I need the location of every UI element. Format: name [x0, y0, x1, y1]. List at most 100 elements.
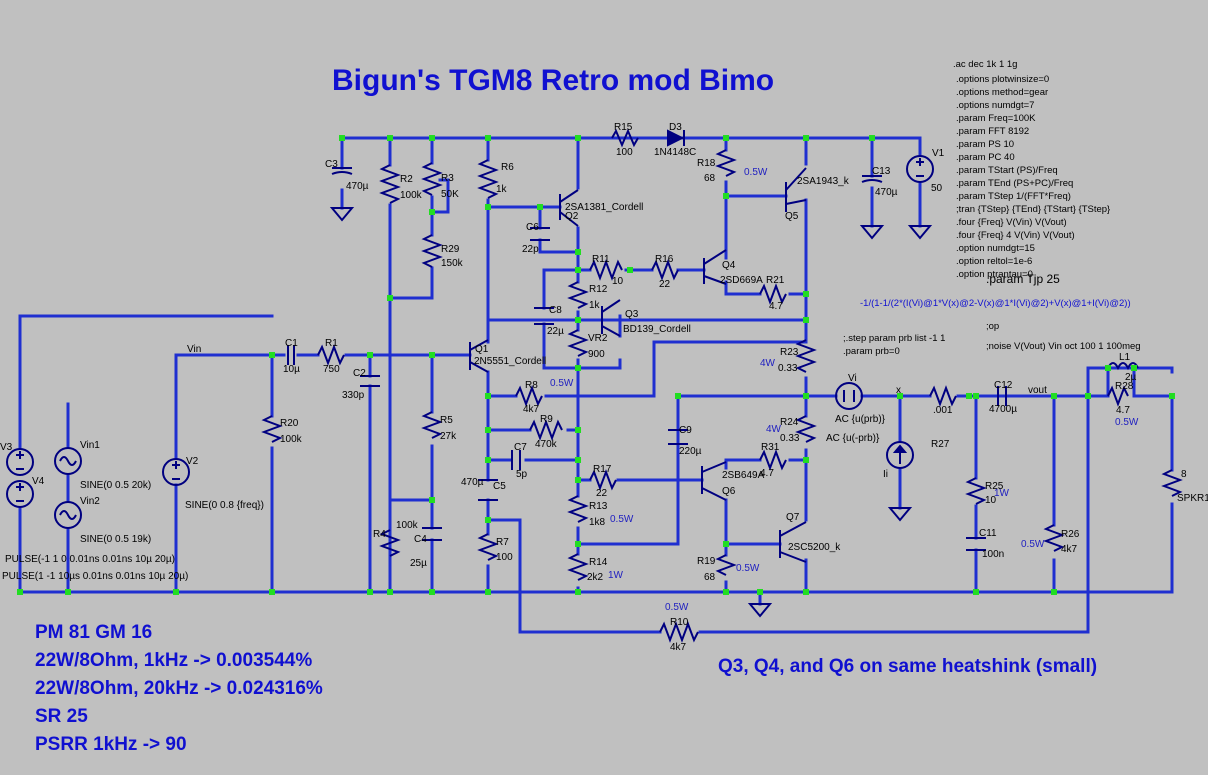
- spice-directives: .ac dec 1k 1 1g .options plotwinsize=0 .…: [843, 59, 1141, 357]
- r28-symbol: [1107, 385, 1129, 407]
- r14-label: R14: [589, 557, 608, 568]
- r6-symbol: [477, 159, 499, 199]
- spice-line: .param TStep 1/(FFT*Freq): [956, 191, 1071, 202]
- component-labels: C3 470µ R2 100k R3 50K R29 150k R6 1k 2S…: [0, 122, 1208, 653]
- c9-value: 220µ: [679, 446, 702, 457]
- c1-symbol: [287, 345, 295, 365]
- r4-label: R4: [373, 529, 386, 540]
- r8-value: 4k7: [523, 404, 540, 415]
- spice-line: .option numdgt=15: [956, 243, 1035, 254]
- q4-type: 2SD669A: [720, 275, 763, 286]
- r6-value: 1k: [496, 184, 508, 195]
- r1-symbol: [317, 344, 345, 366]
- r12-label: R12: [589, 284, 608, 295]
- c6-value: 22p: [522, 244, 539, 255]
- v2-sine: SINE(0 0.8 {freq}): [185, 500, 264, 511]
- c9-symbol: [668, 429, 688, 445]
- diagram-title: Bigun's TGM8 Retro mod Bimo: [332, 64, 774, 97]
- spice-line: .four {Freq} 4 V(Vin) V(Vout): [956, 230, 1075, 241]
- r18-symbol: [715, 149, 737, 177]
- v2-source: [162, 458, 190, 486]
- spkr-label: SPKR1: [1177, 493, 1208, 504]
- r20-label: R20: [280, 418, 299, 429]
- q2-type: 2SA1381_Cordell: [565, 202, 643, 213]
- q7-label: Q7: [786, 512, 800, 523]
- c5-label: C5: [493, 481, 506, 492]
- r14-power: 1W: [608, 570, 624, 581]
- spice-line: .option ptrantau=0: [956, 269, 1033, 280]
- d3-type: 1N4148C: [654, 147, 696, 158]
- r1-label: R1: [325, 338, 338, 349]
- net-vin: Vin: [187, 344, 201, 355]
- d3-symbol: [667, 129, 685, 147]
- ground-icon: [887, 507, 913, 522]
- spice-line: .ac dec 1k 1 1g: [953, 59, 1017, 70]
- c8-value: 22µ: [547, 326, 564, 337]
- components: [6, 128, 1183, 643]
- q6-symbol: [701, 461, 727, 501]
- r11-label: R11: [592, 254, 610, 265]
- r11-symbol: [589, 259, 623, 281]
- c13-value: 470µ: [875, 187, 898, 198]
- r16-value: 22: [659, 279, 671, 290]
- vr2-label: VR2: [588, 333, 608, 344]
- r29-value: 150k: [441, 258, 464, 269]
- c8-label: C8: [549, 305, 562, 316]
- r23-label: R23: [780, 347, 799, 358]
- r24-power: 4W: [766, 424, 782, 435]
- step-directive: ;.step param prb list -1 1: [843, 333, 945, 344]
- c13-symbol: [861, 175, 883, 183]
- result-line: PSRR 1kHz -> 90: [35, 734, 187, 755]
- r24-symbol: [795, 415, 817, 443]
- r31-label: R31: [761, 442, 780, 453]
- c13-label: C13: [872, 166, 891, 177]
- q5-symbol: [785, 167, 807, 212]
- q4-label: Q4: [722, 260, 736, 271]
- noise-directive: ;noise V(Vout) Vin oct 100 1 100meg: [986, 341, 1141, 352]
- r10-label: R10: [670, 617, 689, 628]
- q7-type: 2SC5200_k: [788, 542, 841, 553]
- r9-label: R9: [540, 414, 553, 425]
- r25-label: R25: [985, 481, 1004, 492]
- r24-value: 0.33: [780, 433, 800, 444]
- c1-value: 10µ: [283, 364, 300, 375]
- c11-label: C11: [979, 528, 997, 539]
- c7-symbol: [511, 450, 521, 470]
- r11-value: 10: [612, 276, 624, 287]
- v1-value: 50: [931, 183, 943, 194]
- spice-line: .options method=gear: [956, 87, 1048, 98]
- c3-label: C3: [325, 159, 338, 170]
- r10-power: 0.5W: [665, 602, 689, 613]
- c12-label: C12: [994, 380, 1013, 391]
- q7-symbol: [779, 521, 807, 563]
- v4-label: V4: [32, 476, 45, 487]
- spice-line: .param Freq=100K: [956, 113, 1036, 124]
- r9-value: 470k: [535, 439, 558, 450]
- ground-icon: [859, 225, 885, 240]
- r21-label: R21: [766, 275, 785, 286]
- r14-symbol: [567, 553, 589, 581]
- ii-label: Ii: [883, 469, 888, 480]
- r19-label: R19: [697, 556, 716, 567]
- r3-value: 50K: [441, 189, 459, 200]
- c12-value: 4700µ: [989, 404, 1017, 415]
- r21-symbol: [759, 283, 787, 305]
- r7-symbol: [477, 533, 499, 561]
- v3-label: V3: [0, 442, 13, 453]
- r4-symbol: [379, 529, 401, 557]
- q3-label: Q3: [625, 309, 639, 320]
- l1-value: 2µ: [1125, 372, 1137, 383]
- l1-symbol: [1107, 362, 1139, 371]
- r14-value: 2k2: [587, 572, 604, 583]
- c7-label: C7: [514, 442, 527, 453]
- result-line: SR 25: [35, 706, 88, 727]
- r20-value: 100k: [280, 434, 303, 445]
- v4-source: [6, 480, 34, 508]
- vin2-label: Vin2: [80, 496, 100, 507]
- c11-symbol: [966, 537, 986, 551]
- r23-symbol: [795, 339, 817, 373]
- r29-label: R29: [441, 244, 460, 255]
- r13-symbol: [567, 495, 589, 523]
- r17-value: 22: [596, 488, 608, 499]
- q2-symbol: [559, 189, 579, 227]
